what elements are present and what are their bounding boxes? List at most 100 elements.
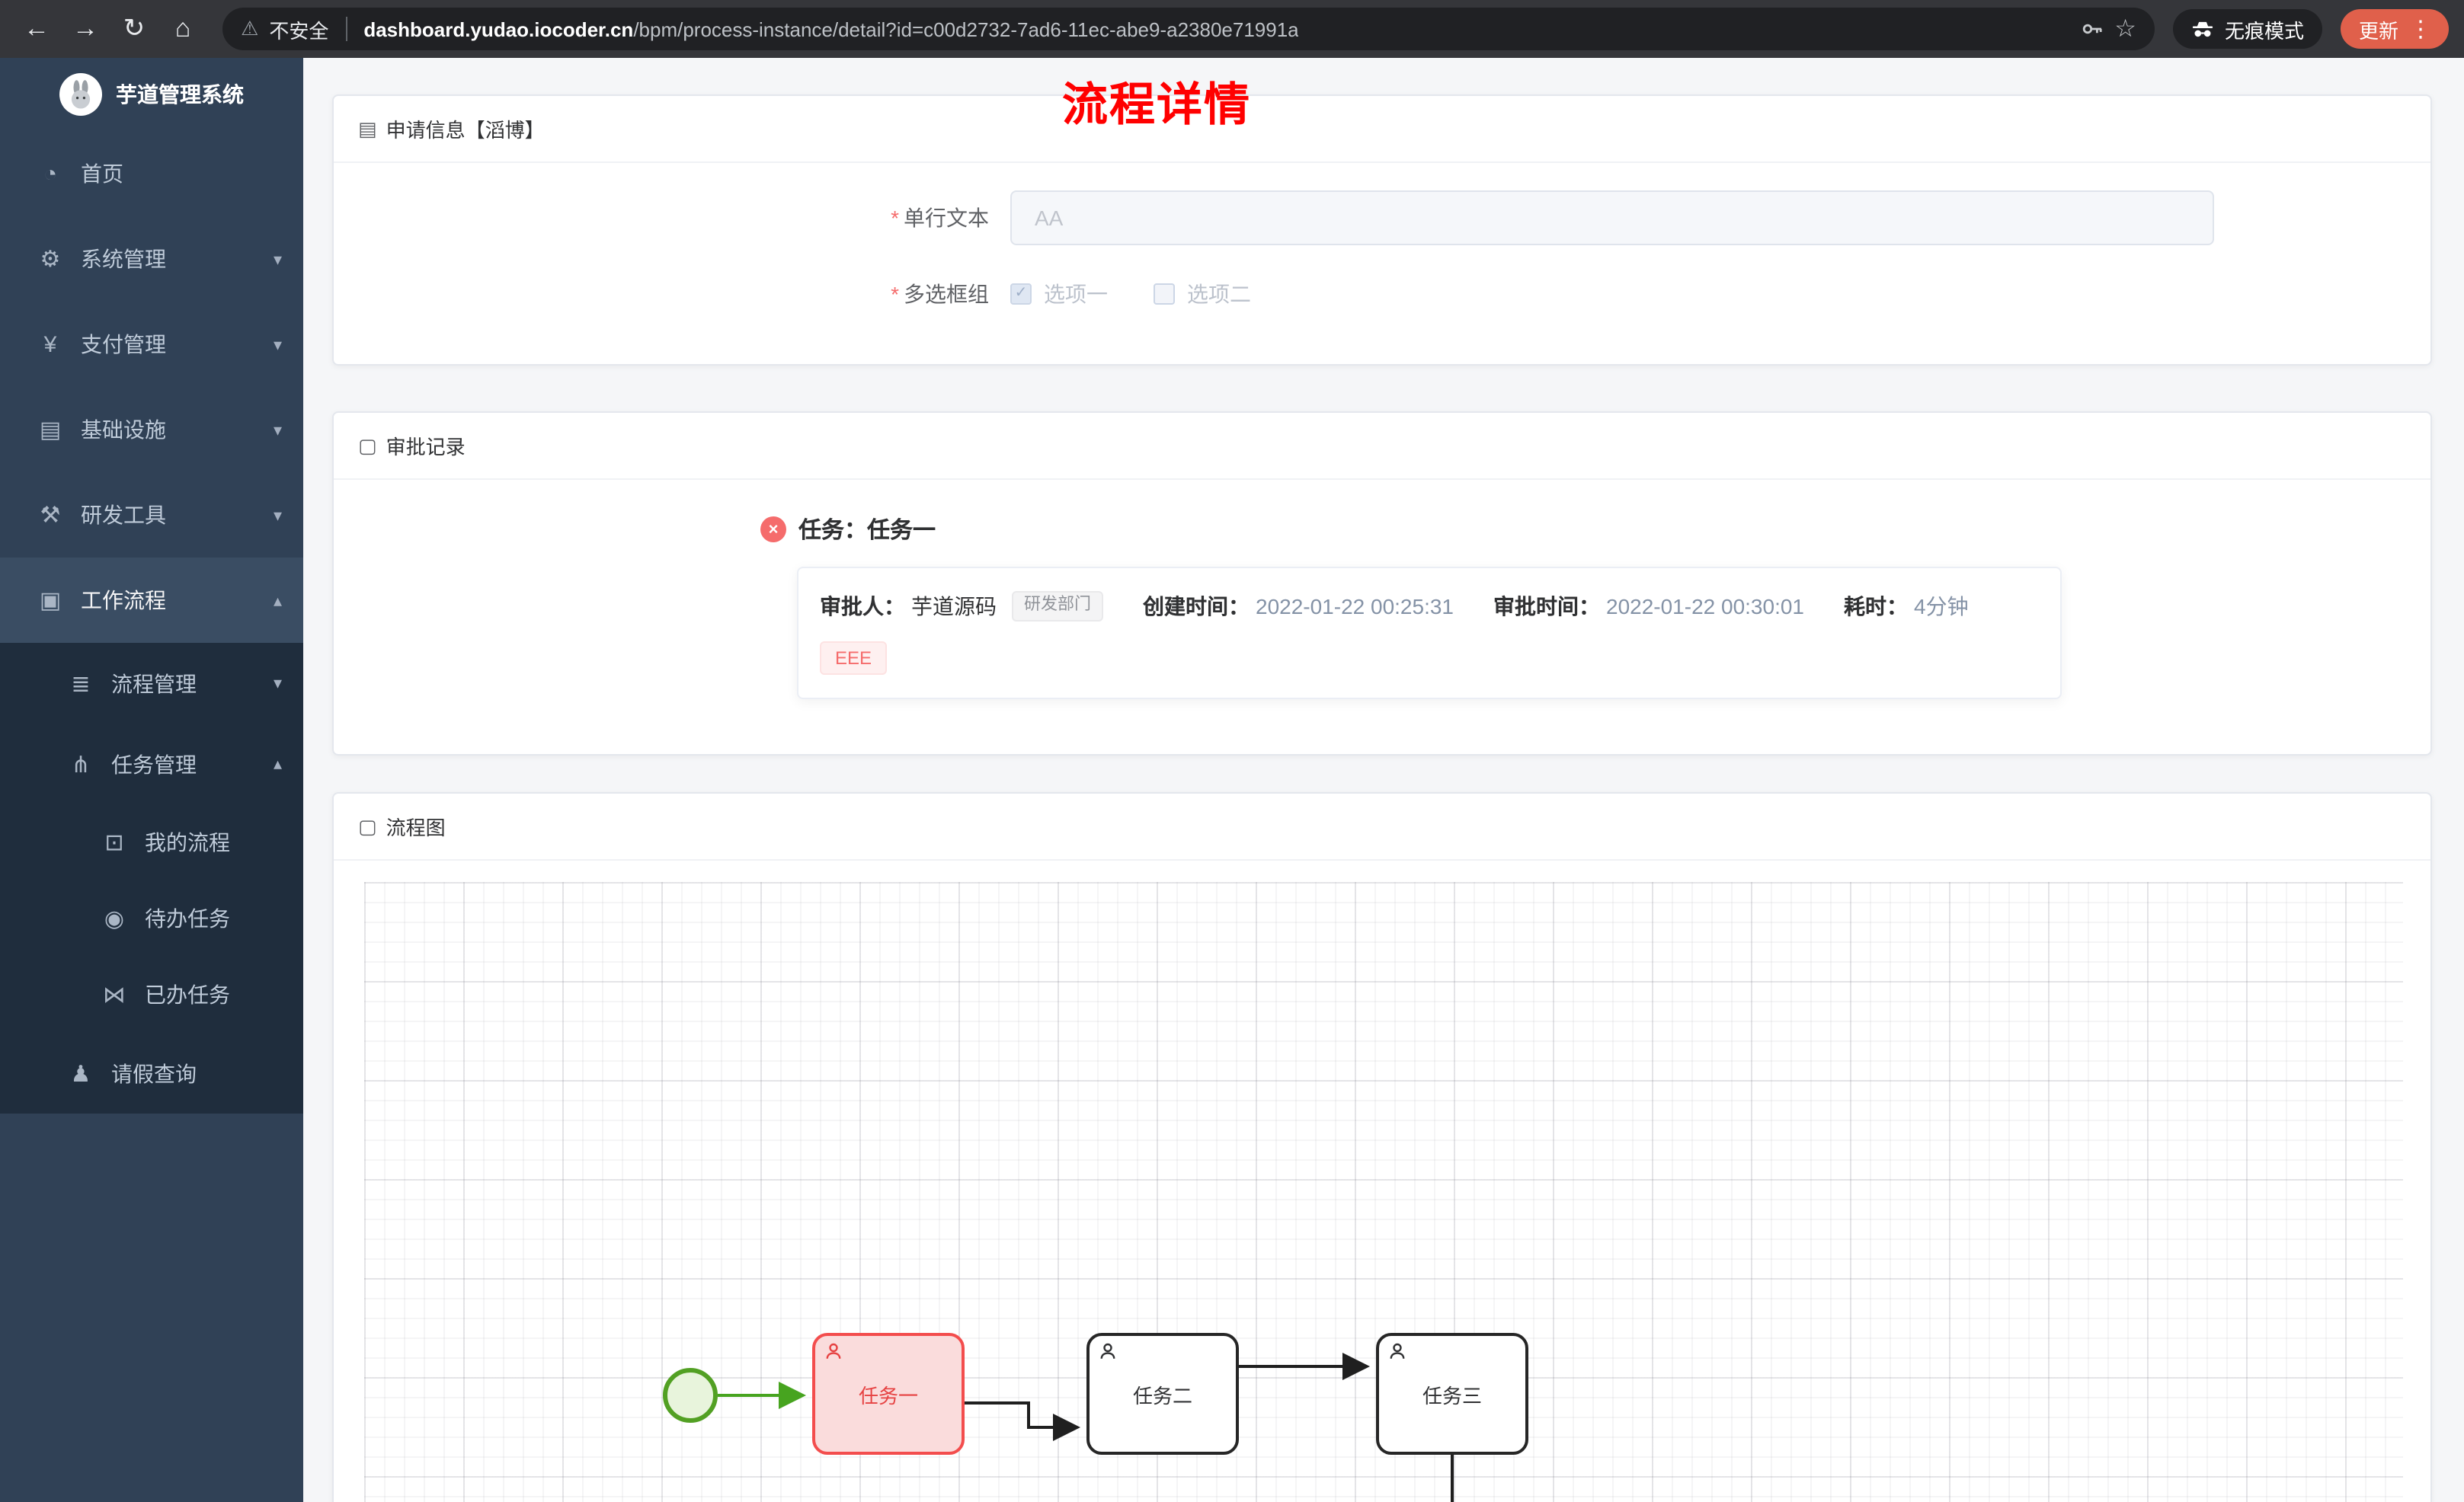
diagram-body: 任务一 任务二 任务三	[334, 861, 2430, 1502]
sidebar-item-done-tasks[interactable]: ⋈ 已办任务	[0, 957, 303, 1033]
approver-name: 芋道源码	[911, 594, 997, 618]
apply-form: *单行文本 *多选框组 ✓ 选项一 选项二	[334, 163, 2430, 364]
create-time-item: 创建时间： 2022-01-22 00:25:31	[1143, 591, 1454, 622]
gear-icon: ⚙	[40, 247, 61, 273]
approval-record-header: ▢ 审批记录	[334, 413, 2430, 480]
glasses-icon: ⋈	[103, 983, 126, 1008]
chevron-down-icon: ▾	[273, 675, 282, 693]
sidebar-item-process-management[interactable]: ≣ 流程管理 ▾	[0, 643, 303, 724]
sidebar-item-label: 已办任务	[145, 983, 230, 1007]
update-button[interactable]: 更新 ⋮	[2340, 9, 2449, 49]
browser-toolbar: ← → ↻ ⌂ ⚠ 不安全 dashboard.yudao.iocoder.cn…	[0, 0, 2464, 58]
task-node-label: 任务二	[1132, 1384, 1192, 1408]
approve-time-label: 审批时间：	[1493, 594, 1600, 618]
update-label: 更新	[2358, 19, 2398, 42]
sidebar-item-label: 基础设施	[81, 417, 166, 442]
sidebar-item-my-process[interactable]: ⊡ 我的流程	[0, 804, 303, 880]
start-event-node[interactable]	[663, 1368, 718, 1424]
dept-tag: 研发部门	[1012, 591, 1103, 622]
home-button[interactable]: ⌂	[174, 14, 191, 43]
approver-label: 审批人：	[820, 594, 905, 618]
flow-node-task-2[interactable]: 任务二	[1086, 1333, 1239, 1456]
checkbox-option-1[interactable]: ✓ 选项一	[1010, 279, 1108, 309]
chevron-down-icon: ▾	[273, 336, 282, 354]
address-bar[interactable]: ⚠ 不安全 dashboard.yudao.iocoder.cn/bpm/pro…	[222, 8, 2155, 50]
chevron-up-icon: ▴	[273, 756, 282, 774]
apply-info-title: 申请信息【滔博】	[386, 119, 545, 142]
password-key-icon[interactable]	[2079, 17, 2104, 41]
bpmn-canvas[interactable]: 任务一 任务二 任务三	[364, 882, 2403, 1502]
approve-time-value: 2022-01-22 00:30:01	[1606, 594, 1804, 618]
sidebar-item-leave-query[interactable]: ♟ 请假查询	[0, 1033, 303, 1114]
sidebar-item-workflow[interactable]: ▣ 工作流程 ▴	[0, 558, 303, 643]
rejected-status-icon: ×	[760, 516, 786, 542]
text-field-label: *单行文本	[891, 206, 989, 230]
approval-body: × 任务：任务一 审批人： 芋道源码 研发部门	[334, 480, 2430, 755]
checkbox-option-2[interactable]: 选项二	[1154, 279, 1251, 309]
flow-connectors	[718, 1353, 1454, 1502]
app-avatar	[59, 73, 102, 116]
checkbox-label: 选项一	[1044, 282, 1108, 306]
sidebar-item-devtools[interactable]: ⚒ 研发工具 ▾	[0, 472, 303, 558]
user-task-icon	[1099, 1343, 1117, 1361]
sidebar-item-label: 首页	[81, 161, 123, 186]
flow-node-task-1[interactable]: 任务一	[812, 1333, 965, 1456]
checkbox-unchecked-icon	[1154, 283, 1175, 305]
document-icon: ▤	[358, 117, 377, 139]
flow-node-task-3[interactable]: 任务三	[1376, 1333, 1528, 1456]
apply-info-header: ▤ 申请信息【滔博】	[334, 96, 2430, 163]
record-icon: ▢	[358, 433, 377, 456]
form-row-text: *单行文本	[334, 190, 2430, 245]
dashboard-icon: ◔	[43, 161, 58, 187]
sidebar-item-system[interactable]: ⚙ 系统管理 ▾	[0, 216, 303, 302]
branch-icon: ⋔	[71, 752, 91, 778]
back-button[interactable]: ←	[24, 14, 50, 43]
sidebar-item-todo-tasks[interactable]: ◉ 待办任务	[0, 880, 303, 957]
forward-button[interactable]: →	[72, 14, 98, 43]
eye-icon: ◉	[104, 906, 125, 932]
chevron-down-icon: ▾	[273, 421, 282, 439]
main-content: 流程详情 ▤ 申请信息【滔博】 *单行文本 *多选框组	[303, 58, 2464, 1502]
incognito-spy-icon	[2191, 18, 2214, 40]
duration-label: 耗时：	[1844, 594, 1908, 618]
process-diagram-title: 流程图	[386, 817, 446, 840]
browser-menu-icon[interactable]: ⋮	[2409, 17, 2432, 43]
sidebar-item-label: 任务管理	[111, 752, 197, 776]
url-path: /bpm/process-instance/detail?id=c00d2732…	[633, 18, 1299, 40]
app-logo: 芋道管理系统	[0, 58, 303, 131]
process-diagram-header: ▢ 流程图	[334, 794, 2430, 861]
duration-value: 4分钟	[1914, 594, 1969, 618]
required-star: *	[891, 206, 899, 230]
sidebar-item-label: 研发工具	[81, 503, 166, 527]
process-diagram-card: ▢ 流程图	[332, 792, 2432, 1502]
list-icon: ≣	[71, 671, 91, 697]
single-line-text-input[interactable]	[1010, 190, 2214, 245]
sidebar-item-label: 支付管理	[81, 332, 166, 356]
tools-icon: ⚒	[40, 503, 61, 529]
bookmark-star-icon[interactable]: ☆	[2114, 17, 2136, 43]
diagram-icon: ▢	[358, 814, 377, 838]
reload-button[interactable]: ↻	[123, 14, 146, 43]
sidebar-item-task-management[interactable]: ⋔ 任务管理 ▴	[0, 724, 303, 804]
sidebar-item-infrastructure[interactable]: ▤ 基础设施 ▾	[0, 387, 303, 472]
create-time-value: 2022-01-22 00:25:31	[1256, 594, 1454, 618]
checkbox-checked-icon: ✓	[1010, 283, 1032, 305]
url-text: dashboard.yudao.iocoder.cn/bpm/process-i…	[363, 18, 1298, 40]
approver-item: 审批人： 芋道源码 研发部门	[820, 591, 1103, 622]
chevron-down-icon: ▾	[273, 507, 282, 525]
approval-info-line: 审批人： 芋道源码 研发部门 创建时间： 2022-01-22 00:25:31…	[820, 591, 2039, 622]
approval-record-title: 审批记录	[386, 436, 466, 459]
form-row-checkbox: *多选框组 ✓ 选项一 选项二	[334, 279, 2430, 309]
sidebar-item-label: 待办任务	[145, 906, 230, 931]
checkbox-label: 选项二	[1187, 282, 1251, 306]
approval-detail-panel: 审批人： 芋道源码 研发部门 创建时间： 2022-01-22 00:25:31…	[797, 567, 2062, 700]
incognito-badge: 无痕模式	[2172, 9, 2322, 49]
sidebar-item-home[interactable]: ◔ 首页	[0, 131, 303, 216]
sidebar-item-label: 系统管理	[81, 247, 166, 271]
approval-record-card: ▢ 审批记录 × 任务：任务一 审批人： 芋道源码	[332, 411, 2432, 756]
sidebar-item-label: 工作流程	[81, 588, 166, 612]
checkbox-group-label: *多选框组	[891, 282, 989, 306]
task-node-label: 任务三	[1422, 1384, 1482, 1408]
sidebar-item-payment[interactable]: ¥ 支付管理 ▾	[0, 302, 303, 387]
